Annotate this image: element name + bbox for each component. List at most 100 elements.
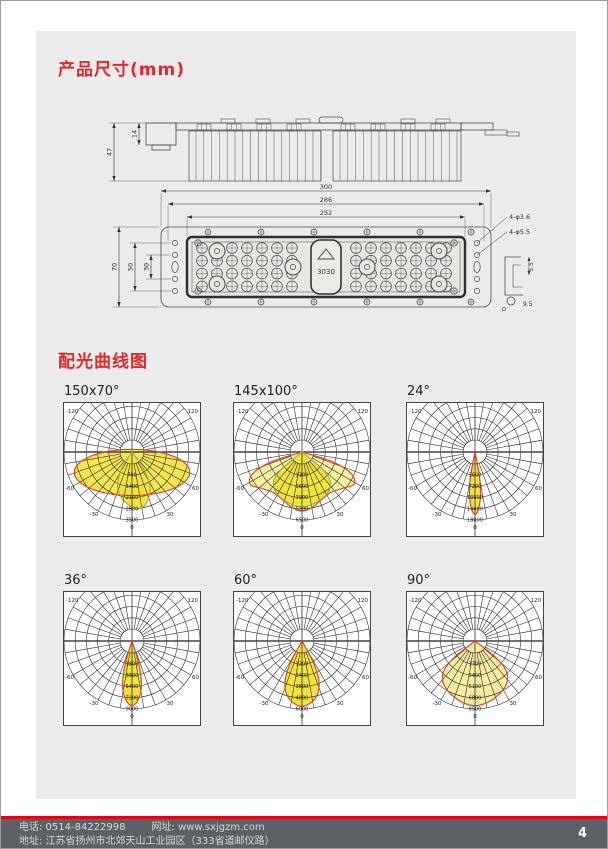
footer-website: 网址: www.sxjgzm.com [151,822,265,833]
angle-label: 60 [362,486,369,492]
dim-label: 252 [320,209,332,217]
dim-label: 286 [320,196,332,204]
dim-label: 14 [131,130,139,138]
chart-beam-angle-label: 36° [64,573,88,588]
angle-label: 30 [337,512,344,518]
ring-value-label: 6500 [296,518,309,524]
dim-label: 70 [111,263,119,271]
angle-label: -120 [66,409,79,415]
angle-label: 0 [473,525,477,531]
ring-value-label: 4800 [296,695,309,701]
ring-value-label: 700 [127,473,137,479]
ring-value-label: 2600 [296,484,309,490]
ring-value-label: 1300 [296,473,309,479]
ring-value-label: 9000 [126,707,139,713]
ring-value-label: 5200 [296,506,309,512]
hole-label: 4-φ5.5 [509,228,530,236]
angle-label: 0 [130,525,134,531]
angle-label: -60 [235,486,244,492]
page-number: 4 [577,826,587,841]
footer-accent-line [1,816,607,819]
ring-value-label: 1400 [126,484,139,490]
angle-label: -120 [236,598,249,604]
angle-label: 120 [531,598,542,604]
angle-label: 30 [510,701,517,707]
ring-value-label: 3600 [469,473,482,479]
ring-value-label: 14400 [467,506,483,512]
angle-label: 60 [192,486,199,492]
angle-label: -120 [66,598,79,604]
angle-label: -60 [408,486,417,492]
angle-label: -60 [65,486,74,492]
footer-contact: 电话: 0514-84222998 网址: www.sxjgzm.com 地址: … [19,821,275,848]
ring-value-label: 1800 [126,662,139,668]
ring-value-label: 1200 [296,662,309,668]
ring-value-label: 3600 [126,673,139,679]
angle-label: -30 [90,512,99,518]
ring-value-label: 2100 [126,495,139,501]
polar-chart-4: 36° 1800 3600 5400 7200 9000 -120 120 -60 60 -30 30… [63,573,201,726]
angle-label: 30 [167,701,174,707]
angle-label: 120 [188,409,199,415]
angle-label: -60 [65,675,74,681]
dim-label: 9.5 [523,301,533,308]
footer-address: 地址: 江苏省扬州市北郊天山工业园区（333省道邮仪路） [19,836,275,847]
ring-value-label: 8500 [469,707,482,713]
angle-label: -30 [260,512,269,518]
angle-label: 60 [192,675,199,681]
angle-label: 0 [300,714,304,720]
ring-value-label: 3600 [296,684,309,690]
ring-value-label: 5400 [126,684,139,690]
angle-label: 60 [362,675,369,681]
ring-value-label: 3900 [296,495,309,501]
dim-label: 30 [143,263,151,271]
angle-label: 60 [535,486,542,492]
ring-value-label: 3500 [126,518,139,524]
angle-label: 30 [337,701,344,707]
chip-label: 3030 [317,268,335,276]
ring-value-label: 3400 [469,673,482,679]
chart-beam-angle-label: 24° [407,384,431,399]
ring-value-label: 6000 [296,707,309,713]
ring-value-label: 1700 [469,662,482,668]
angle-label: 0 [300,525,304,531]
chart-beam-angle-label: 145x100° [234,384,298,399]
angle-label: 0 [130,714,134,720]
section-title-photometric: 配光曲线图 [58,352,148,372]
ring-value-label: 10800 [467,495,483,501]
angle-label: -60 [408,675,417,681]
section-title-dimensions: 产品尺寸(mm) [58,60,185,80]
angle-label: -30 [433,512,442,518]
ring-value-label: 7200 [469,484,482,490]
chart-beam-angle-label: 60° [234,573,258,588]
footer-phone: 电话: 0514-84222998 [19,822,126,833]
chart-beam-angle-label: 90° [407,573,431,588]
ring-value-label: 2400 [296,673,309,679]
ring-value-label: 18000 [467,518,483,524]
angle-label: 120 [358,598,369,604]
ring-value-label: 7200 [126,695,139,701]
angle-label: -60 [235,675,244,681]
hole-label: 4-φ3.6 [509,213,530,221]
dim-label: 300 [320,183,332,191]
angle-label: -30 [90,701,99,707]
angle-label: -120 [409,598,422,604]
dim-label: 5.5 [528,262,535,272]
angle-label: 30 [510,512,517,518]
chart-beam-angle-label: 150x70° [64,384,120,399]
angle-label: 120 [188,598,199,604]
